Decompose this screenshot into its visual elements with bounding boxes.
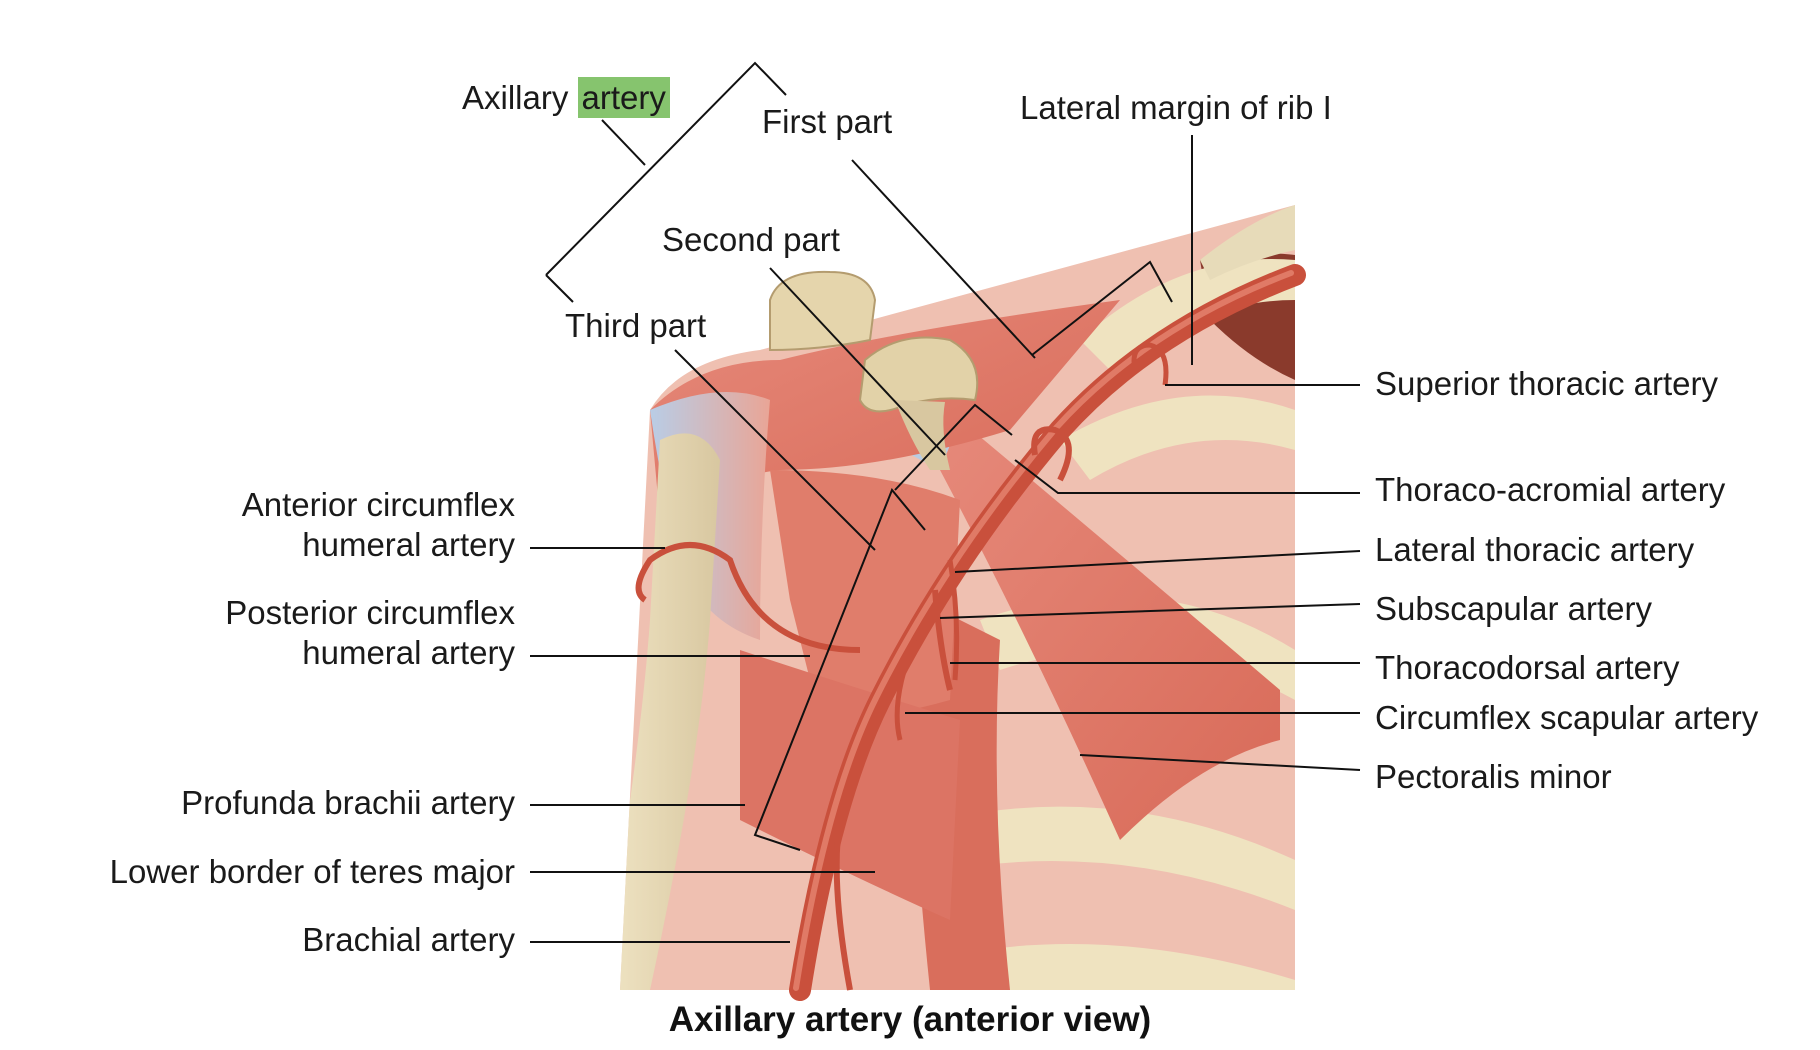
coracoid-process	[858, 336, 979, 413]
lateral-thoracic-label: Lateral thoracic artery	[1375, 531, 1695, 568]
second-part-label: Second part	[662, 221, 840, 258]
thoraco-acromial-leader	[1014, 459, 1360, 494]
circumflex-scapular-label: Circumflex scapular artery	[1375, 699, 1759, 736]
humerus-bone	[620, 433, 720, 990]
subscapular-leader	[939, 603, 1361, 619]
subscapular-label: Subscapular artery	[1375, 590, 1652, 627]
subscapular-branch	[932, 589, 953, 691]
lateral-margin-rib-label: Lateral margin of rib I	[1020, 89, 1332, 126]
pectoralis-minor-muscle	[940, 420, 1280, 840]
thoracodorsal-label: Thoracodorsal artery	[1375, 649, 1680, 686]
axillary-prefix: Axillary	[462, 79, 569, 116]
rib-4	[940, 806, 1295, 910]
segment-bracket-middle	[894, 403, 1013, 491]
axillary-highlight: artery	[577, 77, 670, 118]
axillary-artery-label: Axillary artery	[462, 77, 670, 118]
profunda-brachii-branch	[833, 819, 853, 991]
first-part-label: First part	[762, 103, 893, 140]
superior-thoracic-label: Superior thoracic artery	[1375, 365, 1718, 402]
anterior-circumflex-branch	[635, 542, 861, 653]
figure-caption: Axillary artery (anterior view)	[668, 1000, 1152, 1039]
third-part-leader	[674, 349, 876, 551]
thoraco-acromial-label: Thoraco-acromial artery	[1375, 471, 1726, 508]
second-part-leader	[769, 267, 946, 456]
pectoralis-minor-label: Pectoralis minor	[1375, 758, 1612, 795]
lateral-thoracic-branch	[947, 559, 960, 681]
axillary-bracket-stub	[601, 119, 646, 166]
brachial-label: Brachial artery	[302, 921, 515, 958]
circumflex-scapular-branch	[894, 639, 918, 741]
third-part-label: Third part	[565, 307, 707, 344]
segment-bracket-lower	[753, 488, 926, 851]
anterior-circumflex-label-line1: Anterior circumflex	[241, 486, 515, 523]
leader-lines	[530, 61, 1361, 943]
thoraco-acromial-branch	[1031, 426, 1072, 482]
rib-2	[1060, 395, 1295, 480]
lateral-thoracic-leader	[954, 550, 1361, 573]
posterior-circumflex-label-line1: Posterior circumflex	[225, 594, 515, 631]
pectoralis-minor-leader	[1079, 754, 1361, 771]
lower-border-teres-label: Lower border of teres major	[109, 853, 515, 890]
axillary-bracket	[545, 274, 574, 303]
profunda-brachii-label: Profunda brachii artery	[181, 784, 515, 821]
posterior-circumflex-label-line2: humeral artery	[302, 634, 515, 671]
clavicle	[1200, 205, 1295, 280]
first-part-leader	[851, 159, 1036, 359]
acromion	[769, 270, 877, 352]
superior-thoracic-branch	[1131, 342, 1169, 386]
axillary-bracket-main	[545, 61, 787, 276]
segment-bracket-upper	[1031, 260, 1173, 356]
anterior-circumflex-label-line2: humeral artery	[302, 526, 515, 563]
rib-5	[930, 944, 1295, 990]
